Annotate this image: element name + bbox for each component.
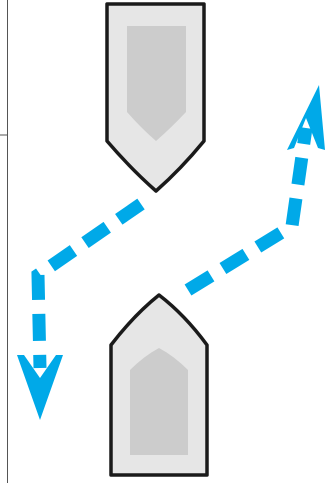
boat-upper-deck xyxy=(127,26,186,141)
path-lower-boat xyxy=(184,85,325,296)
path-upper-boat xyxy=(17,198,145,420)
boat-upper xyxy=(105,2,206,193)
path-lower-boat-line xyxy=(184,127,313,296)
boat-lower xyxy=(109,293,209,477)
path-upper-boat-arrowhead xyxy=(17,355,63,420)
path-upper-boat-line xyxy=(31,198,145,369)
path-lower-boat-arrowhead xyxy=(287,85,325,150)
boat-lower-deck xyxy=(130,348,188,455)
